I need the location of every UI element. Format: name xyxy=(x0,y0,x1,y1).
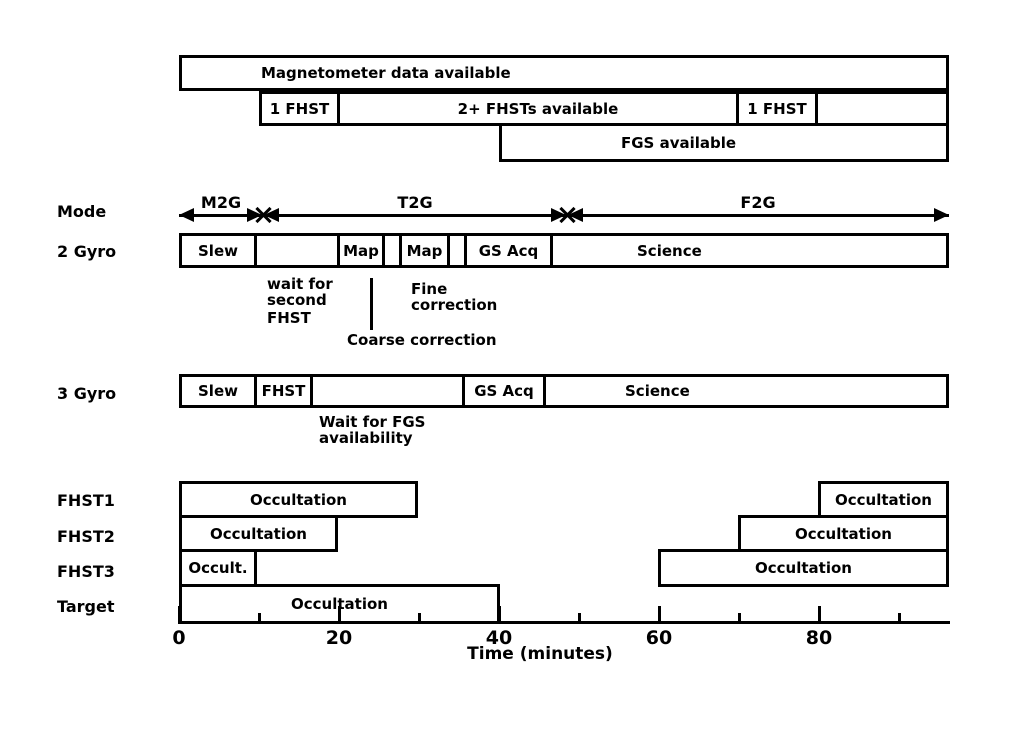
three-gyro-timeline-label: Science xyxy=(625,382,690,400)
row-label-mode: Mode xyxy=(57,202,107,221)
three-gyro-timeline-label: GS Acq xyxy=(474,382,534,400)
fhst-availability-box: 1 FHST xyxy=(259,91,340,126)
two-gyro-timeline-label: GS Acq xyxy=(478,241,539,260)
time-axis-tick-label: 40 xyxy=(485,627,513,649)
time-axis-major-tick xyxy=(338,606,341,621)
time-axis-line xyxy=(178,621,950,624)
fhst-availability-box xyxy=(815,91,949,126)
fhst2-occultation-early-box: Occultation xyxy=(179,515,338,552)
two-gyro-timeline-box: GS Acq xyxy=(464,233,553,268)
wait-for-fgs-annotation: Wait for FGS availability xyxy=(319,413,426,447)
time-axis-minor-tick xyxy=(258,613,261,621)
two-gyro-timeline-label: Map xyxy=(343,241,379,260)
magnetometer-availability-label: Magnetometer data available xyxy=(261,64,511,82)
mode-span-label-t2g: T2G xyxy=(397,193,433,212)
mode-axis-end-arrowhead-icon xyxy=(934,208,949,222)
two-gyro-timeline-label: Slew xyxy=(198,241,238,260)
three-gyro-timeline-label: FHST xyxy=(261,382,306,400)
fhst3-occultation-early-box: Occult. xyxy=(179,549,257,587)
two-gyro-timeline-label: Science xyxy=(637,241,702,260)
three-gyro-timeline-box: Science xyxy=(543,374,949,408)
time-axis-major-tick xyxy=(658,606,661,621)
three-gyro-timeline-box: Slew xyxy=(179,374,257,408)
three-gyro-timeline-label: Slew xyxy=(198,382,238,400)
row-label-two-gyro: 2 Gyro xyxy=(57,242,117,261)
target-occultation-box: Occultation xyxy=(179,584,500,624)
fgs-availability-box: FGS available xyxy=(499,123,949,162)
fhst2-occultation-late-label: Occultation xyxy=(795,524,892,543)
time-axis-tick-label: 60 xyxy=(645,627,673,649)
three-gyro-timeline-box: FHST xyxy=(254,374,313,408)
mode-span-label-m2g: M2G xyxy=(200,193,242,212)
coarse-correction-annotation: Coarse correction xyxy=(347,331,497,349)
fhst3-occultation-early-label: Occult. xyxy=(188,559,248,577)
two-gyro-timeline-box: Slew xyxy=(179,233,257,268)
row-label-fhst2: FHST2 xyxy=(57,527,115,546)
time-axis-title: Time (minutes) xyxy=(467,644,613,664)
fhst3-occultation-late-box: Occultation xyxy=(658,549,949,587)
time-axis-tick-label: 20 xyxy=(325,627,353,649)
time-axis-major-tick xyxy=(178,606,181,621)
wait-for-second-annotation: wait for second xyxy=(267,275,333,309)
time-axis-major-tick xyxy=(498,606,501,621)
fhst1-occultation-late-box: Occultation xyxy=(818,481,949,518)
fhst1-occultation-early-label: Occultation xyxy=(250,490,347,509)
target-occultation-label: Occultation xyxy=(291,595,388,613)
two-gyro-timeline-label: Map xyxy=(406,241,443,260)
fgs-availability-label: FGS available xyxy=(621,133,737,152)
two-gyro-timeline-box xyxy=(254,233,340,268)
time-axis-minor-tick xyxy=(418,613,421,621)
time-axis-tick-label: 80 xyxy=(805,627,833,649)
three-gyro-timeline-box xyxy=(310,374,465,408)
fhst-availability-box: 1 FHST xyxy=(736,91,818,126)
two-gyro-timeline-box: Map xyxy=(337,233,385,268)
fhst-availability-label: 2+ FHSTs available xyxy=(457,99,619,118)
two-gyro-timeline-box: Map xyxy=(399,233,450,268)
time-axis-minor-tick xyxy=(578,613,581,621)
time-axis-tick-label: 0 xyxy=(172,627,186,649)
magnetometer-availability-box: Magnetometer data available xyxy=(179,55,949,91)
fhst2-occultation-late-box: Occultation xyxy=(738,515,949,552)
fhst-availability-label: 1 FHST xyxy=(747,99,807,118)
three-gyro-timeline-box: GS Acq xyxy=(462,374,546,408)
row-label-fhst3: FHST3 xyxy=(57,562,115,581)
wait-for-second-fhst-annotation: FHST xyxy=(267,309,311,327)
coarse-correction-pointer-line xyxy=(370,278,373,330)
fhst-availability-label: 1 FHST xyxy=(269,99,330,118)
two-gyro-timeline-box: Science xyxy=(550,233,949,268)
row-label-three-gyro: 3 Gyro xyxy=(57,384,117,403)
row-label-fhst1: FHST1 xyxy=(57,491,115,510)
fhst-availability-box: 2+ FHSTs available xyxy=(337,91,739,126)
fhst1-occultation-early-box: Occultation xyxy=(179,481,418,518)
mode-axis-start-arrowhead-icon xyxy=(179,208,194,222)
mode-span-label-f2g: F2G xyxy=(740,193,776,212)
fhst2-occultation-early-label: Occultation xyxy=(210,524,307,543)
time-axis-minor-tick xyxy=(738,613,741,621)
fhst3-occultation-late-label: Occultation xyxy=(755,559,852,577)
fhst1-occultation-late-label: Occultation xyxy=(835,490,932,509)
time-axis-minor-tick xyxy=(898,613,901,621)
fine-correction-annotation: Fine correction xyxy=(411,280,498,314)
time-axis-major-tick xyxy=(818,606,821,621)
row-label-target: Target xyxy=(57,597,115,616)
